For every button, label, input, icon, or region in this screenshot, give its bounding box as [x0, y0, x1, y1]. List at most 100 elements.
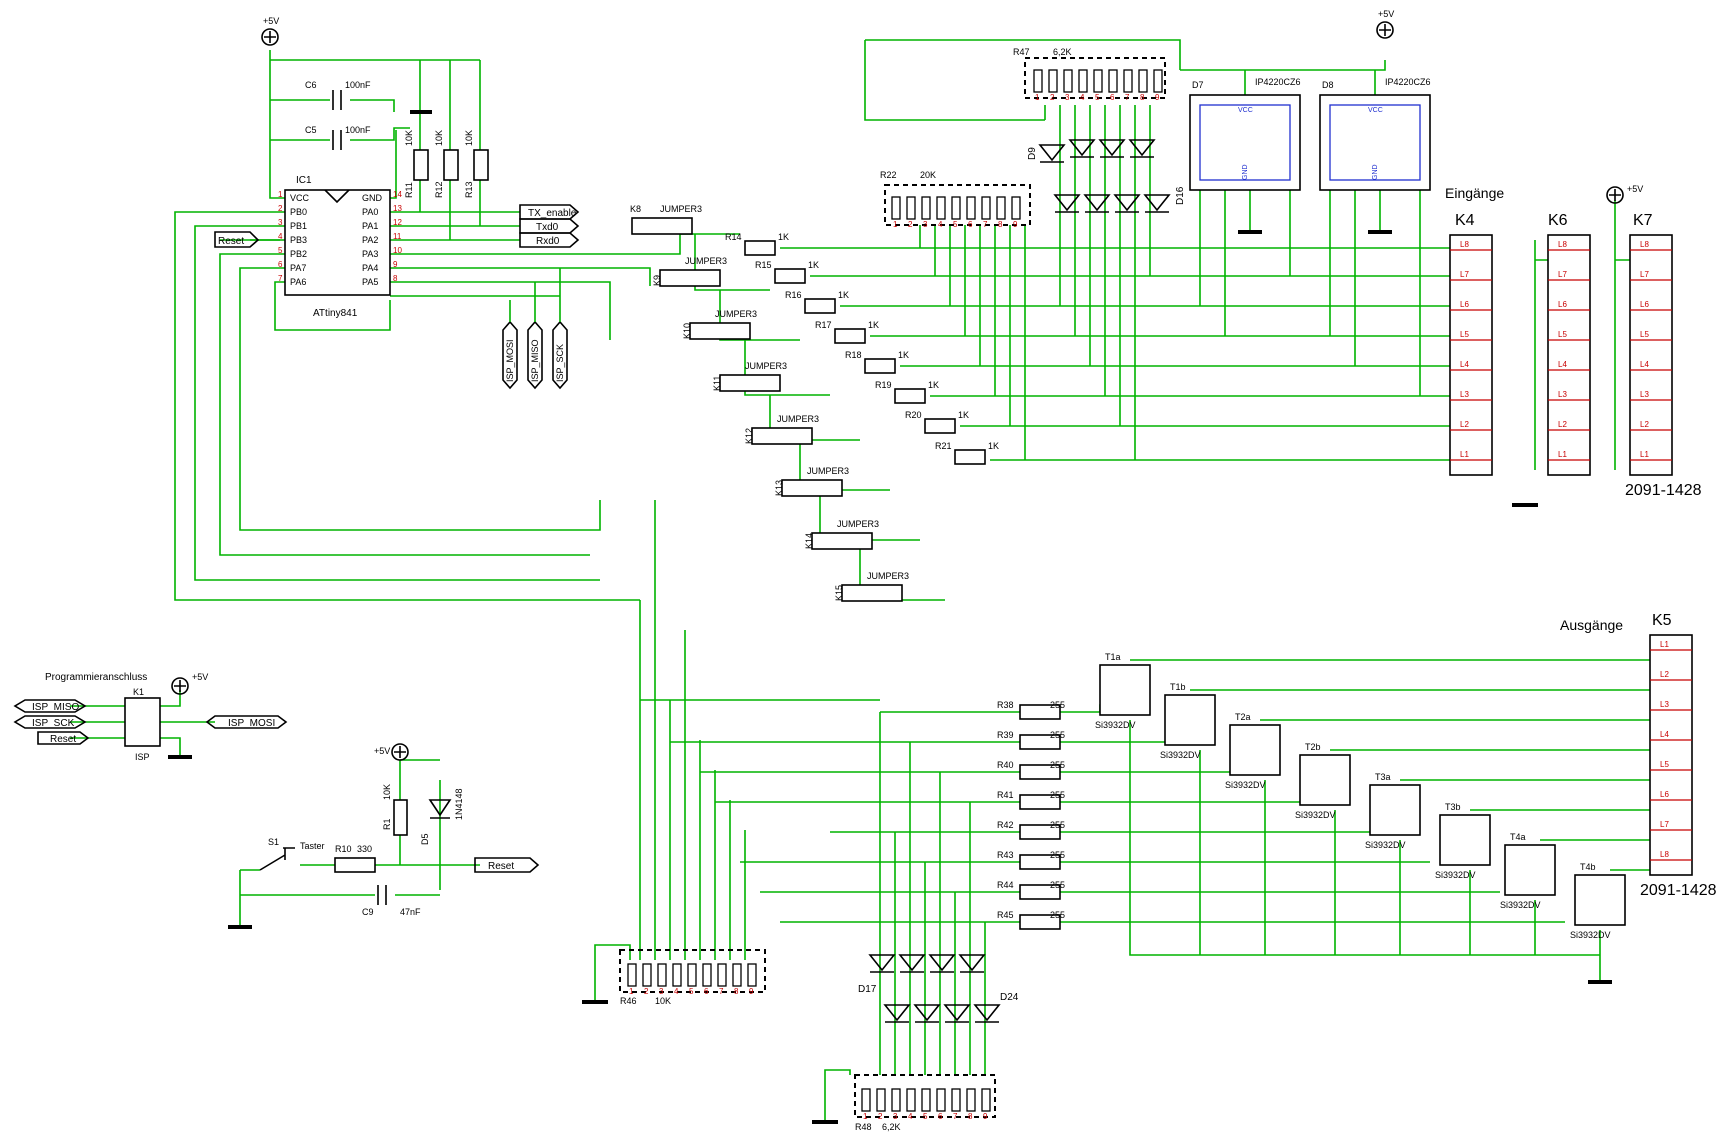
svg-text:VCC: VCC — [1238, 107, 1253, 114]
mcu-pin-left: PB3 — [290, 235, 307, 245]
connector-pin-label: L4 — [1558, 360, 1567, 369]
svg-text:255: 255 — [1050, 880, 1065, 890]
svg-text:T3b: T3b — [1445, 802, 1461, 812]
array-resistor — [747, 963, 757, 987]
svg-text:R20: R20 — [905, 410, 922, 420]
svg-text:JUMPER3: JUMPER3 — [660, 204, 702, 214]
svg-text:255: 255 — [1050, 790, 1065, 800]
svg-text:9: 9 — [393, 260, 398, 269]
tvs-labels: D7 IP4220CZ6 D8 IP4220CZ6 VCC VCC GND GN… — [1192, 77, 1431, 180]
array-pin-number: 2 — [908, 220, 913, 229]
svg-text:R16: R16 — [785, 290, 802, 300]
net-isp-sck: ISP_SCK — [32, 718, 75, 729]
svg-text:1K: 1K — [868, 320, 879, 330]
array-pin-number: 1 — [1035, 93, 1040, 102]
array-pin-number: 7 — [953, 1112, 958, 1121]
array-resistor — [1063, 69, 1073, 93]
r46-value: 10K — [655, 996, 671, 1006]
svg-text:255: 255 — [1050, 760, 1065, 770]
svg-text:JUMPER3: JUMPER3 — [807, 466, 849, 476]
svg-text:330: 330 — [357, 844, 372, 854]
array-pin-number: 8 — [998, 220, 1003, 229]
svg-text:4: 4 — [278, 232, 283, 241]
svg-text:T4a: T4a — [1510, 832, 1526, 842]
svg-text:Si3932DV: Si3932DV — [1295, 810, 1336, 820]
array-pin-number: 9 — [749, 987, 754, 996]
svg-text:6: 6 — [278, 260, 283, 269]
net-reset-out: Reset — [488, 861, 514, 872]
svg-text:K14: K14 — [804, 533, 814, 549]
k5-name: K5 — [1652, 612, 1672, 629]
connector-pin-label: L6 — [1460, 300, 1469, 309]
svg-text:8: 8 — [393, 274, 398, 283]
connector-pin-label: L1 — [1460, 450, 1469, 459]
mcu-pin-left: PB0 — [290, 207, 307, 217]
connector-pin-label: L1 — [1558, 450, 1567, 459]
mcu-pin-left: PA6 — [290, 277, 306, 287]
connector-pin-labels: L8L7L6L5L4L3L2L1L8L7L6L5L4L3L2L1L8L7L6L5… — [1450, 240, 1692, 861]
net-reset-mcu: Reset — [218, 236, 244, 247]
mcu-name: ATtiny841 — [313, 308, 358, 319]
r11-value: 10K — [404, 130, 414, 146]
array-pin-number: 7 — [719, 987, 724, 996]
array-pin-number: 6 — [938, 1112, 943, 1121]
array-resistor — [966, 1088, 976, 1112]
array-pin-number: 4 — [674, 987, 679, 996]
svg-text:255: 255 — [1050, 910, 1065, 920]
array-resistor — [936, 196, 946, 220]
prog-labels: Programmieranschluss K1 ISP S1 Taster R1… — [45, 672, 464, 917]
array-resistor — [1093, 69, 1103, 93]
svg-text:5: 5 — [278, 246, 283, 255]
svg-text:14: 14 — [393, 190, 402, 199]
connector-pin-label: L6 — [1660, 790, 1669, 799]
svg-text:JUMPER3: JUMPER3 — [837, 519, 879, 529]
connector-pin-label: L7 — [1460, 270, 1469, 279]
svg-text:JUMPER3: JUMPER3 — [715, 309, 757, 319]
svg-text:Si3932DV: Si3932DV — [1435, 870, 1476, 880]
svg-text:1K: 1K — [958, 410, 969, 420]
mcu-pin-left: PA7 — [290, 263, 306, 273]
svg-text:Si3932DV: Si3932DV — [1365, 840, 1406, 850]
array-resistor — [627, 963, 637, 987]
net-tx-enable: TX_enable — [528, 208, 577, 219]
svg-text:T1b: T1b — [1170, 682, 1186, 692]
svg-text:K10: K10 — [682, 323, 692, 339]
svg-text:47nF: 47nF — [400, 907, 421, 917]
connector-pin-label: L7 — [1558, 270, 1567, 279]
c6-value: 100nF — [345, 80, 371, 90]
k7-name: K7 — [1633, 212, 1653, 229]
prog-ref: K1 — [133, 687, 144, 697]
array-resistor — [951, 1088, 961, 1112]
array-pin-number: 1 — [629, 987, 634, 996]
r47-value: 6,2K — [1053, 47, 1072, 57]
svg-text:Taster: Taster — [300, 841, 325, 851]
mcu-pin-left: PB1 — [290, 221, 307, 231]
connector-pin-label: L5 — [1558, 330, 1567, 339]
connector-pin-label: L7 — [1640, 270, 1649, 279]
connector-pin-label: L8 — [1460, 240, 1469, 249]
array-pin-number: 2 — [1050, 93, 1055, 102]
svg-text:VCC: VCC — [1368, 107, 1383, 114]
r22-value: 20K — [920, 170, 936, 180]
svg-text:JUMPER3: JUMPER3 — [745, 361, 787, 371]
array-labels: R47 6,2K R22 20K R46 10K R48 6,2K — [620, 47, 1072, 1132]
svg-text:IP4220CZ6: IP4220CZ6 — [1385, 77, 1431, 87]
svg-text:D5: D5 — [420, 833, 430, 845]
supply-5v-reset: +5V — [374, 743, 409, 761]
svg-text:Si3932DV: Si3932DV — [1500, 900, 1541, 910]
connector-pin-label: L2 — [1640, 420, 1649, 429]
r46-ref: R46 — [620, 996, 637, 1006]
svg-text:T4b: T4b — [1580, 862, 1596, 872]
svg-text:JUMPER3: JUMPER3 — [777, 414, 819, 424]
svg-text:R44: R44 — [997, 880, 1014, 890]
mcu-pin-left: VCC — [290, 193, 310, 203]
array-resistor — [936, 1088, 946, 1112]
array-resistor — [966, 196, 976, 220]
array-resistor — [861, 1088, 871, 1112]
svg-text:K9: K9 — [652, 275, 662, 286]
array-resistor — [981, 196, 991, 220]
net-rxd0: Rxd0 — [536, 236, 560, 247]
svg-text:1N4148: 1N4148 — [454, 788, 464, 820]
